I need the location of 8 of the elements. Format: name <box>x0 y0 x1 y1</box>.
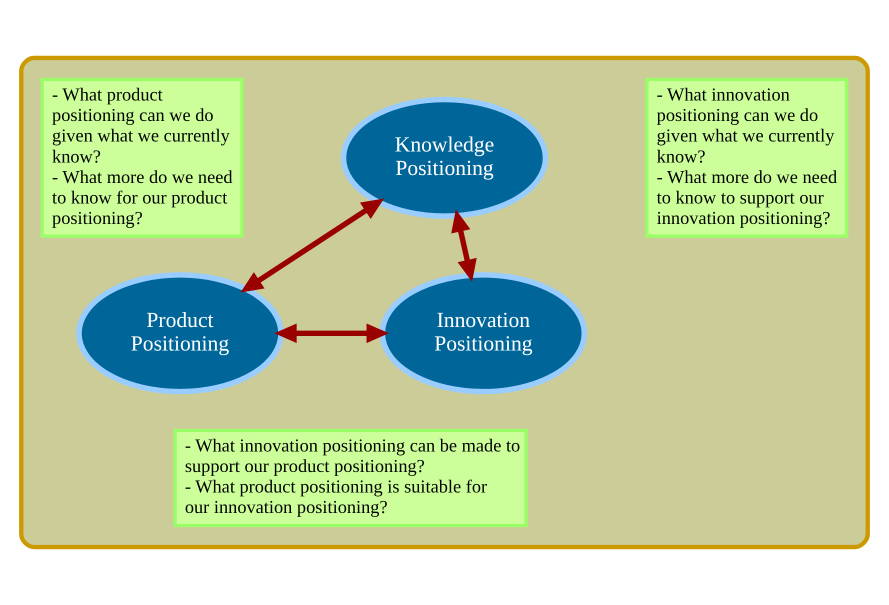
arrow <box>274 323 389 344</box>
node-box: - What product positioning can we do given what we currently know? - What more do we need to know for our product positioning? <box>40 78 244 238</box>
cluster <box>19 56 870 550</box>
node-box: - What innovation positioning can be made to support our product positioning? - What product positioning is suitable for our innovation positioning? <box>174 428 528 528</box>
arrow <box>451 210 477 282</box>
arrow <box>240 198 384 293</box>
node-ellipse: Innovation Positioning <box>380 272 588 394</box>
node-box: - What innovation positioning can we do given what we currently know? - What more do we need to know to support our innovation positioning? <box>645 78 848 238</box>
